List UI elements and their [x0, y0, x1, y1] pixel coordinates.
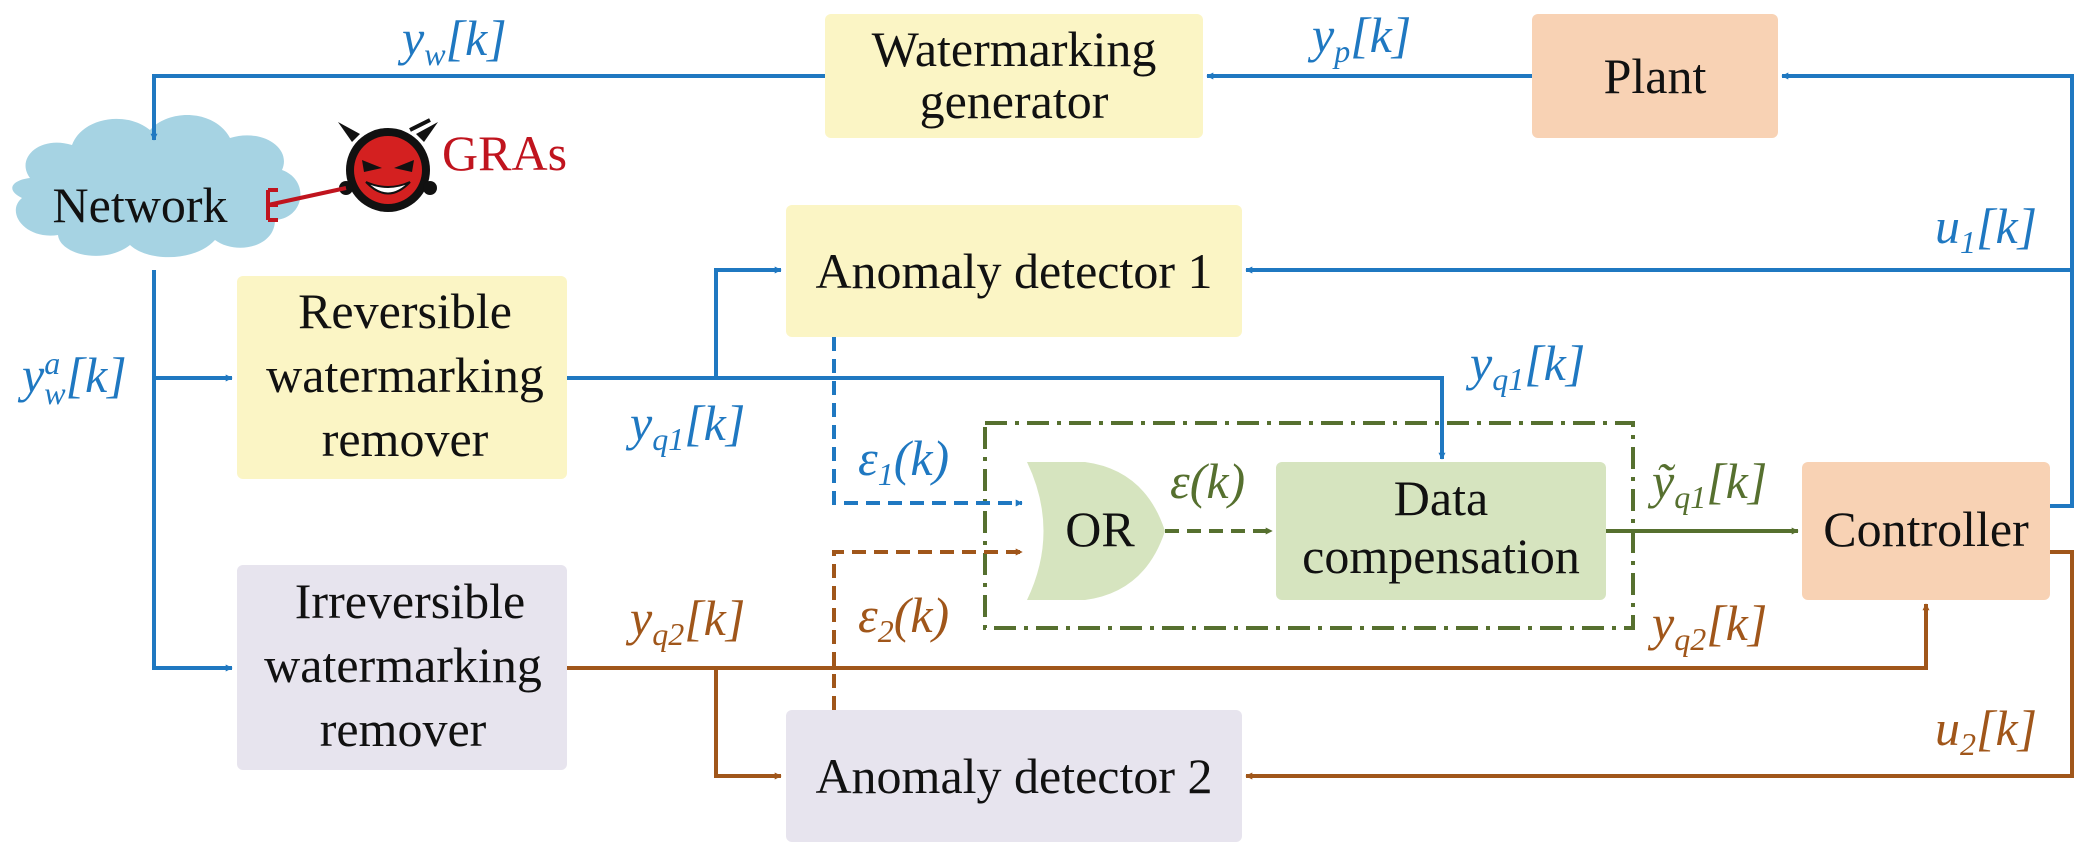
controller-label: Controller — [1823, 501, 2029, 557]
signal-label-y-tilde-q1: ỹq1[k] — [1647, 453, 1767, 515]
irreversible-remover-label-line1: Irreversible — [295, 573, 525, 629]
watermarking-generator-label-line1: Watermarking — [872, 21, 1157, 77]
generator-to-network-line — [150, 74, 825, 141]
eps1-line — [832, 337, 1023, 507]
watermarking-generator-label-line2: generator — [920, 73, 1109, 129]
signal-label-y-w: yw[k] — [397, 10, 507, 72]
watermarking-generator-block — [825, 14, 1203, 138]
blue-signal-lines — [150, 72, 2074, 672]
or-gate — [1027, 462, 1165, 600]
reversible-output-line — [567, 376, 1446, 460]
signal-label-u1: u1[k] — [1935, 198, 2037, 260]
plant-block — [1532, 14, 1778, 138]
yq2-to-detector2-line — [714, 668, 782, 780]
signal-label-y-q2-left: yq2[k] — [625, 590, 745, 652]
anomaly-detector-1-block — [786, 205, 1242, 337]
reversible-remover-label-line3: remover — [322, 411, 489, 467]
signal-label-y-p: yp[k] — [1307, 7, 1411, 69]
reversible-remover-label-line2: watermarking — [266, 347, 544, 403]
controller-block — [1802, 462, 2050, 600]
anomaly-detector-2-label: Anomaly detector 2 — [815, 748, 1212, 804]
signal-label-y-q2-right: yq2[k] — [1647, 595, 1767, 657]
plant-label: Plant — [1604, 48, 1707, 104]
reversible-remover-label-line1: Reversible — [298, 283, 512, 339]
network-output-line — [152, 270, 233, 672]
u2-to-detector2-line — [1245, 550, 2074, 780]
signal-label-y-q1-left: yq1[k] — [625, 395, 745, 457]
signal-label-u2: u2[k] — [1935, 700, 2037, 762]
data-compensation-label-line1: Data — [1394, 470, 1488, 526]
compensation-region-boundary — [983, 421, 1635, 630]
network-cloud — [12, 115, 301, 258]
or-gate-label: OR — [1065, 501, 1135, 557]
irreversible-remover-label-line2: watermarking — [264, 637, 542, 693]
eps2-line — [832, 548, 1023, 710]
devil-attacker-icon — [266, 118, 438, 222]
data-compensation-label-line2: compensation — [1302, 528, 1580, 584]
anomaly-detector-2-block — [786, 710, 1242, 842]
brown-signal-lines — [567, 548, 2074, 780]
gras-label: GRAs — [442, 125, 567, 181]
signal-label-y-q1-top: yq1[k] — [1465, 335, 1585, 397]
irreversible-remover-label-line3: remover — [320, 701, 487, 757]
irreversible-remover-block — [237, 565, 567, 770]
anomaly-detector-1-label: Anomaly detector 1 — [815, 243, 1212, 299]
reversible-remover-block — [237, 276, 567, 479]
signal-label-eps: ε(k) — [1170, 453, 1245, 509]
irreversible-output-line — [567, 603, 1930, 670]
signal-label-eps1: ε1(k) — [858, 430, 949, 492]
data-compensation-block — [1276, 462, 1606, 600]
controller-to-plant-line — [1781, 72, 2074, 508]
yq1-to-detector1-line — [714, 266, 782, 378]
signal-label-eps2: ε2(k) — [858, 587, 949, 649]
network-label: Network — [53, 177, 228, 233]
